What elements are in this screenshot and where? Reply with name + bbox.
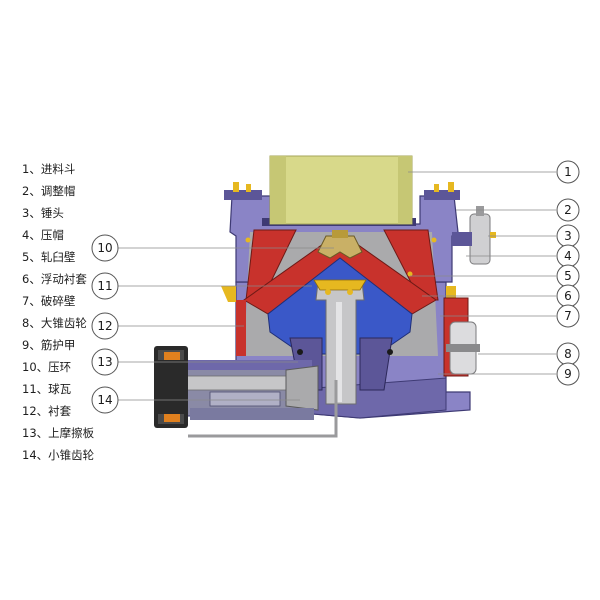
svg-text:13: 13: [97, 355, 112, 369]
svg-text:10: 10: [97, 241, 112, 255]
cylinder-top-mount: [452, 232, 472, 246]
svg-text:3: 3: [564, 229, 572, 243]
countershaft-gear-band: [209, 391, 281, 407]
right-yellow-bolt: [434, 184, 439, 192]
callout-8: 8: [556, 342, 580, 366]
right-lug: [446, 286, 456, 298]
legend-item-12: 12、衬套: [22, 404, 72, 418]
pinion-gear: [285, 365, 319, 411]
lube-point-b: [347, 289, 353, 295]
callout-4: 4: [556, 244, 580, 268]
legend-item-11: 11、球瓦: [22, 382, 72, 396]
shaft-highlight: [336, 302, 342, 402]
callout-1: 1: [556, 160, 580, 184]
svg-text:7: 7: [564, 309, 572, 323]
legend-item-9: 9、筋护甲: [22, 338, 76, 352]
ball-seat: [313, 279, 367, 291]
sheave-key-top: [164, 352, 180, 360]
callout-10: 10: [91, 234, 119, 262]
lock-nut: [317, 235, 363, 259]
svg-text:14: 14: [97, 393, 112, 407]
lube-point-e: [407, 271, 413, 277]
lock-nut-top: [332, 230, 348, 238]
lube-point-a: [325, 289, 331, 295]
lube-point-d: [431, 237, 437, 243]
hydraulic-cylinder-top: [469, 213, 491, 265]
legend-item-4: 4、压帽: [22, 228, 64, 242]
svg-text:8: 8: [564, 347, 572, 361]
legend-list: 1、进料斗 2、调整帽 3、锤头 4、压帽 5、轧臼壁 6、浮动衬套 7、破碎壁…: [22, 158, 94, 466]
eccentric-right: [359, 337, 393, 391]
right-top-bracket: [424, 190, 460, 200]
callout-13: 13: [91, 348, 119, 376]
feed-hopper: [269, 155, 413, 225]
lube-pipe: [188, 380, 338, 438]
gear-bolt-right: [387, 349, 393, 355]
callout-9: 9: [556, 362, 580, 386]
left-red-liner-strip: [236, 300, 246, 356]
callout-3: 3: [556, 224, 580, 248]
svg-text:1: 1: [564, 165, 572, 179]
left-yellow-bolt-2: [246, 184, 251, 192]
legend-item-14: 14、小锥齿轮: [22, 448, 95, 462]
svg-text:4: 4: [564, 249, 572, 263]
gear-bolt-left: [297, 349, 303, 355]
svg-text:9: 9: [564, 367, 572, 381]
cylinder-top-fitting: [490, 232, 496, 238]
callout-6: 6: [556, 284, 580, 308]
callout-5: 5: [556, 264, 580, 288]
hopper-shade: [270, 156, 286, 224]
legend-item-1: 1、进料斗: [22, 162, 76, 176]
drive-sheave: [154, 346, 188, 428]
hopper-shade-right: [398, 156, 412, 224]
legend-item-3: 3、锤头: [22, 206, 64, 220]
svg-text:11: 11: [97, 279, 112, 293]
svg-text:6: 6: [564, 289, 572, 303]
concave-liner-right: [383, 229, 439, 301]
legend-item-13: 13、上摩擦板: [22, 426, 95, 440]
callout-leaders: [118, 171, 556, 401]
legend-item-10: 10、压环: [22, 360, 72, 374]
svg-text:5: 5: [564, 269, 572, 283]
legend-item-2: 2、调整帽: [22, 184, 76, 198]
left-lug: [221, 286, 236, 302]
countershaft-lower: [190, 408, 314, 420]
legend-item-6: 6、浮动衬套: [22, 272, 87, 286]
callout-11: 11: [91, 272, 119, 300]
callout-7: 7: [556, 304, 580, 328]
callout-14: 14: [91, 386, 119, 414]
legend-item-5: 5、轧臼壁: [22, 250, 76, 264]
right-yellow-bolt-2: [448, 182, 454, 192]
callout-2: 2: [556, 198, 580, 222]
callout-12: 12: [91, 312, 119, 340]
legend-item-7: 7、破碎壁: [22, 294, 76, 308]
callouts-left: 10 11 12 13 14: [91, 234, 119, 414]
legend-item-8: 8、大锥齿轮: [22, 316, 87, 330]
cylinder-top-rod: [476, 206, 484, 216]
countershaft-top: [176, 360, 312, 370]
callouts-right: 1 2 3 4 5 6 7 8: [556, 160, 580, 386]
sheave-key-bottom: [164, 414, 180, 422]
svg-text:2: 2: [564, 203, 572, 217]
svg-text:12: 12: [97, 319, 112, 333]
left-yellow-bolt: [233, 182, 239, 192]
left-top-bracket: [224, 190, 262, 200]
crusher-machine: [154, 155, 496, 438]
lube-point-c: [245, 237, 251, 243]
cylinder-bottom-band: [446, 344, 480, 352]
